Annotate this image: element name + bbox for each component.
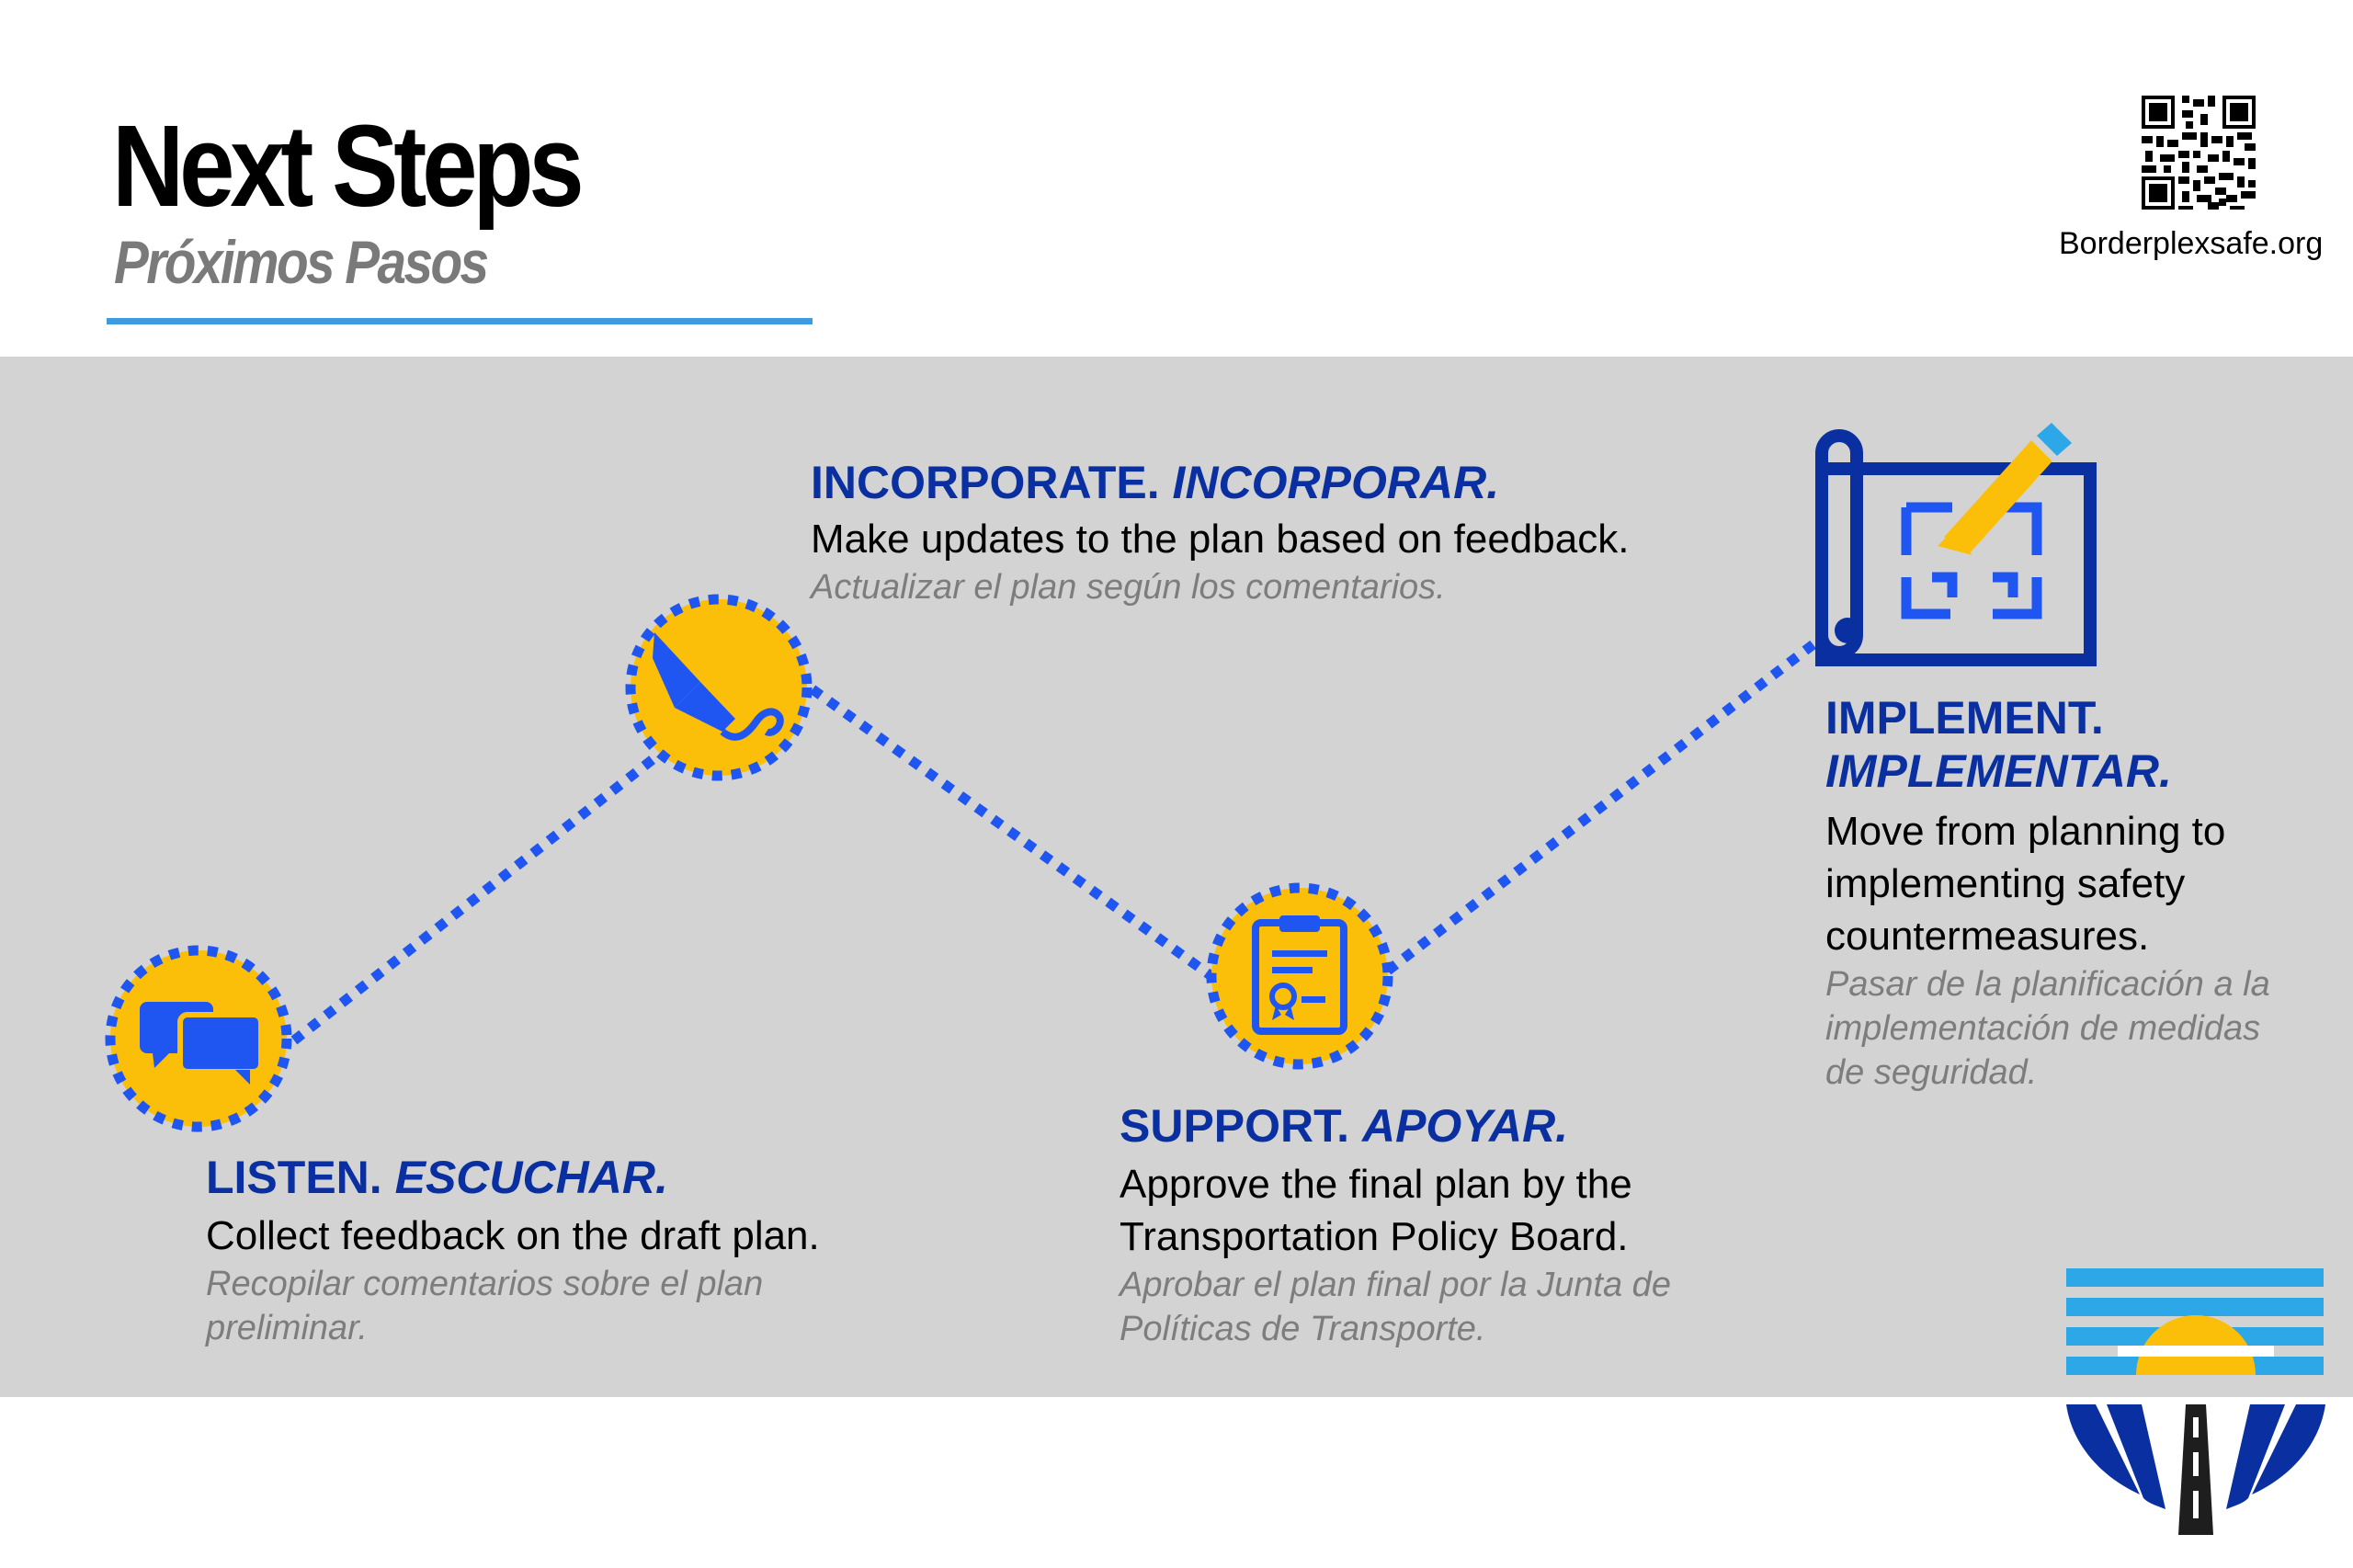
qr-code-icon[interactable] bbox=[2138, 92, 2259, 213]
page-title: Next Steps bbox=[112, 101, 585, 231]
step-heading-en: IMPLEMENT. bbox=[1825, 692, 2104, 744]
step-description: Collect feedback on the draft plan. bbox=[206, 1213, 820, 1258]
step-description-es: Actualizar el plan según los comentarios… bbox=[811, 568, 1446, 607]
website-link[interactable]: Borderplexsafe.org bbox=[2059, 226, 2324, 261]
step-heading: SUPPORT. APOYAR. bbox=[1120, 1103, 1708, 1149]
step-description-es: Aprobar el plan final por la Junta de Po… bbox=[1120, 1266, 1671, 1348]
step-heading-en: LISTEN. bbox=[206, 1152, 382, 1203]
step-heading-es: IMPLEMENTAR. bbox=[1825, 745, 2172, 797]
sunrise-road-logo bbox=[2066, 1268, 2325, 1535]
step-heading-es: ESCUCHAR. bbox=[394, 1152, 668, 1203]
step-implement: IMPLEMENT. IMPLEMENTAR. Move from planni… bbox=[1825, 691, 2303, 1095]
step-heading: LISTEN. ESCUCHAR. bbox=[206, 1154, 904, 1200]
step-description: Move from planning to implementing safet… bbox=[1825, 809, 2226, 959]
step-incorporate: INCORPORATE. INCORPORAR. Make updates to… bbox=[811, 460, 1730, 609]
page-subtitle: Próximos Pasos bbox=[114, 228, 489, 296]
step-description-es: Pasar de la planificación a la implement… bbox=[1825, 965, 2270, 1092]
step-heading-en: INCORPORATE. bbox=[811, 457, 1160, 508]
step-heading-es: APOYAR. bbox=[1361, 1100, 1569, 1152]
step-listen: LISTEN. ESCUCHAR. Collect feedback on th… bbox=[206, 1154, 904, 1350]
step-description-es: Recopilar comentarios sobre el plan prel… bbox=[206, 1265, 764, 1347]
step-heading-es: INCORPORAR. bbox=[1172, 457, 1500, 508]
step-heading-en: SUPPORT. bbox=[1120, 1100, 1350, 1152]
step-description: Approve the final plan by the Transporta… bbox=[1120, 1162, 1632, 1259]
title-underline bbox=[107, 318, 813, 324]
step-support: SUPPORT. APOYAR. Approve the final plan … bbox=[1120, 1103, 1708, 1351]
step-heading: INCORPORATE. INCORPORAR. bbox=[811, 460, 1730, 506]
step-description: Make updates to the plan based on feedba… bbox=[811, 517, 1630, 562]
